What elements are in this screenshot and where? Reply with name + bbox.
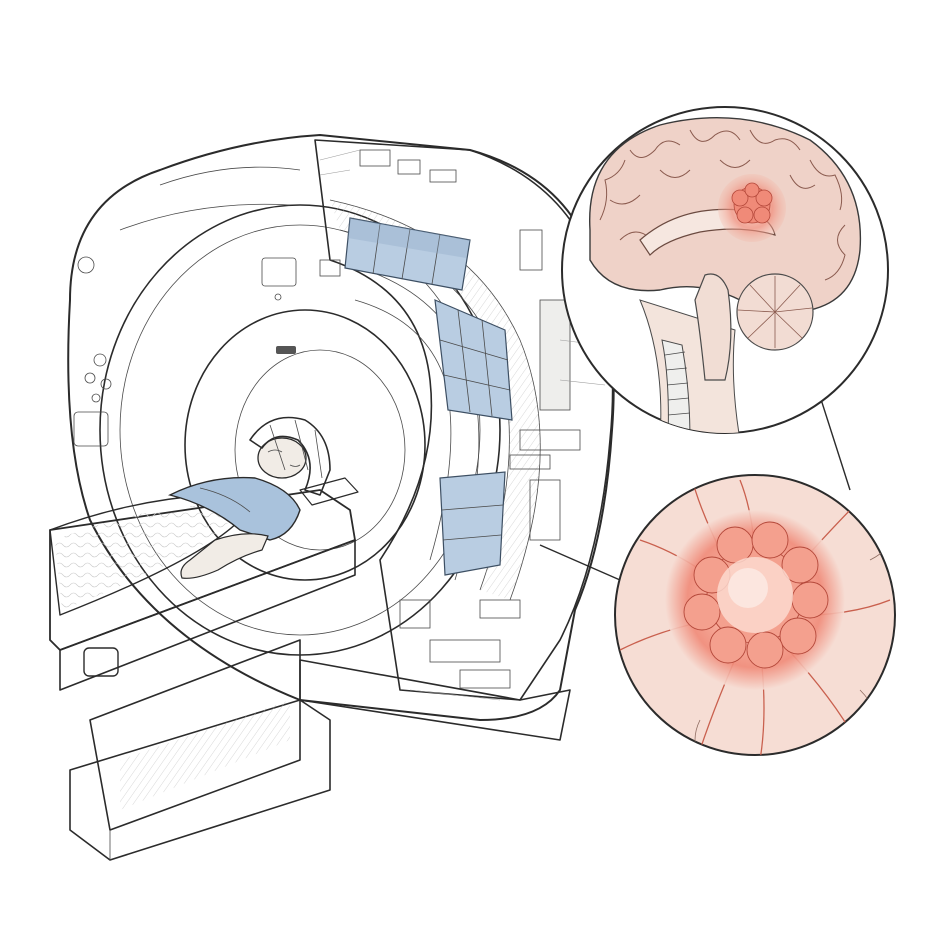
tumor-icon — [614, 474, 896, 756]
patient-icon — [167, 416, 359, 579]
brain-icon — [561, 106, 889, 434]
patient-table — [49, 489, 356, 861]
mri-scanner-icon — [67, 134, 615, 741]
gradient-coils — [344, 217, 513, 576]
